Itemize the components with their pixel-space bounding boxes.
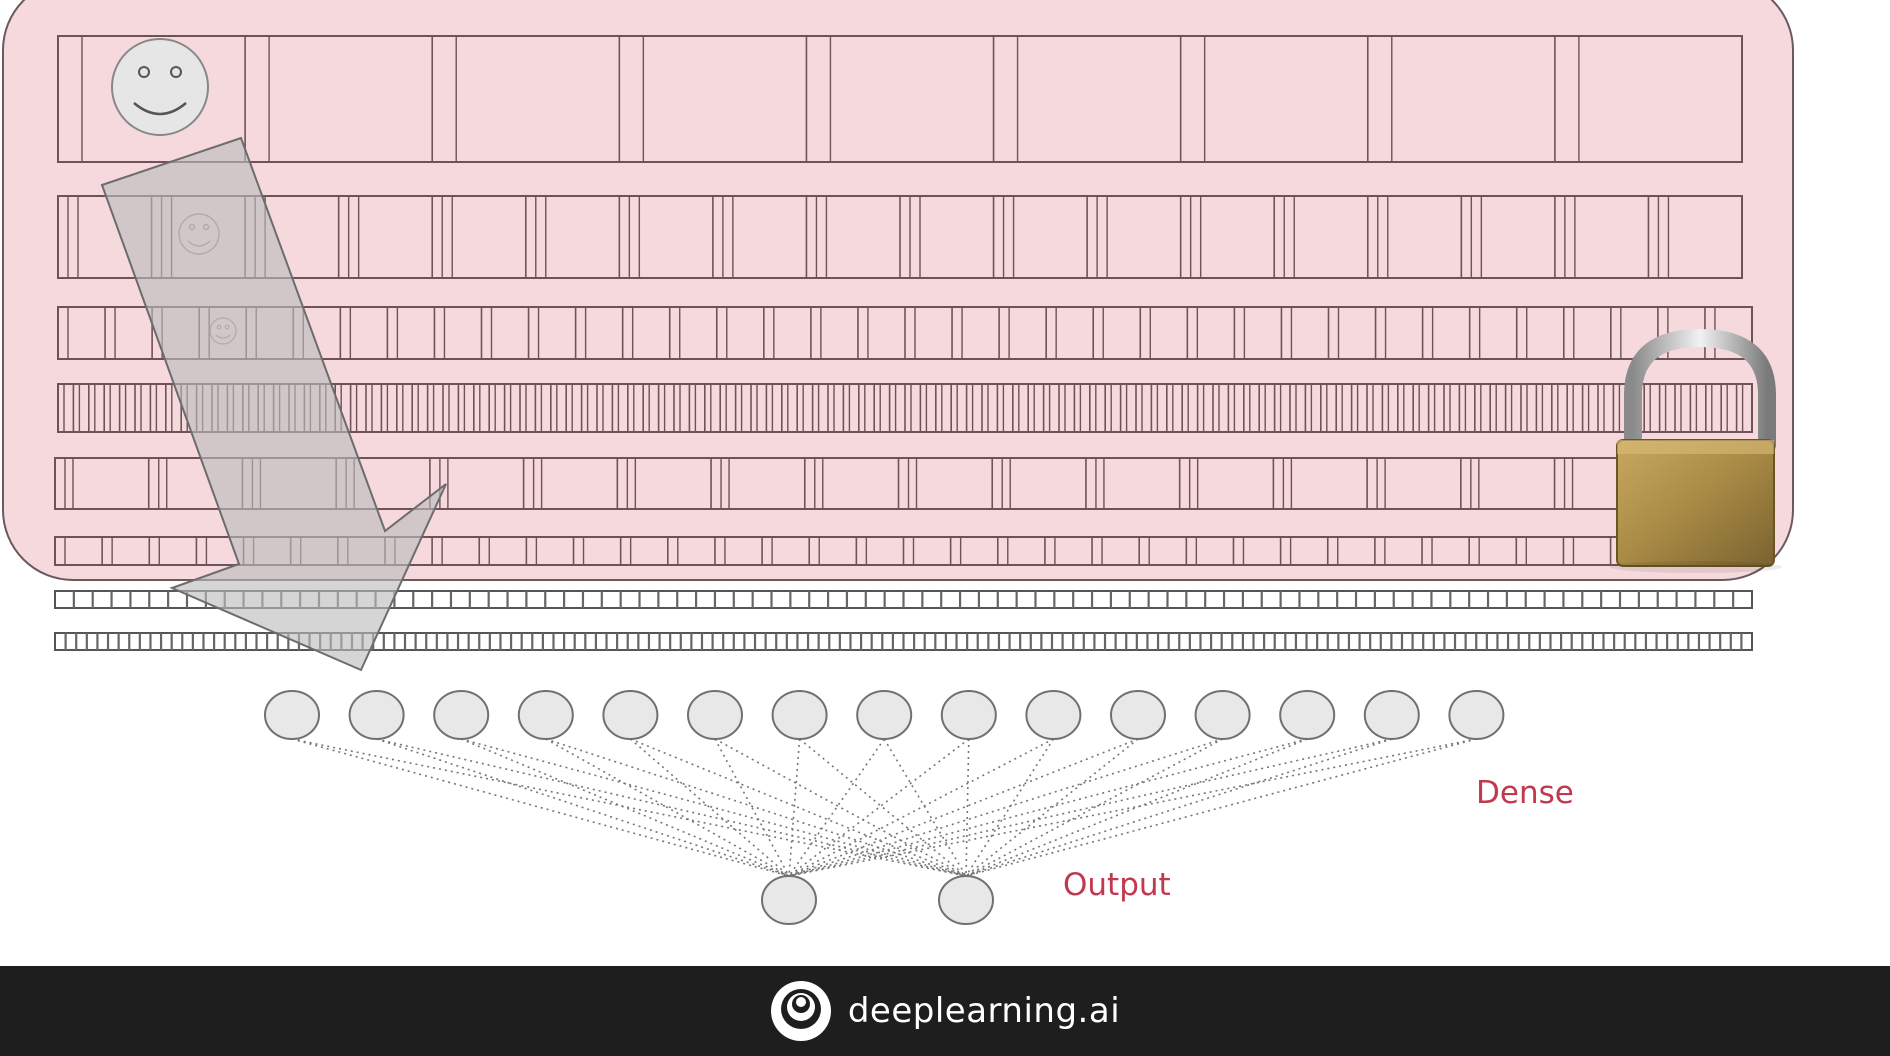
dense-node: [1363, 690, 1420, 740]
dense-to-output-connections: [291, 738, 1477, 877]
connection-line: [291, 738, 790, 877]
connection-line: [965, 738, 1139, 877]
deeplearning-logo-icon: [770, 981, 831, 1041]
brand-name: deeplearning.ai: [847, 991, 1121, 1031]
dense-node: [602, 690, 659, 740]
connection-line: [788, 738, 1392, 877]
smiley-face-icon: [111, 38, 209, 136]
connection-line: [788, 738, 970, 877]
flatten-band: [54, 590, 1753, 609]
connection-line: [460, 738, 967, 877]
connection-line: [788, 738, 1054, 877]
connection-line: [965, 738, 970, 877]
output-node: [761, 875, 817, 925]
dense-node: [348, 690, 405, 740]
connection-line: [629, 738, 790, 877]
connection-line: [291, 738, 967, 877]
padlock-icon: [1610, 328, 1782, 573]
dense-node: [1194, 690, 1251, 740]
layer-row: [57, 35, 1743, 163]
dense-node: [940, 690, 997, 740]
down-arrow-icon: [100, 136, 447, 672]
output-node: [938, 875, 994, 925]
dense-node: [1448, 690, 1505, 740]
connection-line: [545, 738, 790, 877]
brand-logo[interactable]: deeplearning.ai: [770, 980, 1120, 1042]
connection-line: [788, 738, 1139, 877]
connection-line: [545, 738, 967, 877]
connection-line: [965, 738, 1393, 877]
connection-line: [965, 738, 1308, 877]
frozen-layers-region: [2, 0, 1794, 581]
connection-line: [788, 738, 1223, 877]
flatten-band: [54, 632, 1753, 651]
connection-line: [883, 738, 967, 877]
footer-bar: deeplearning.ai: [0, 966, 1890, 1056]
layer-row-outline: [57, 35, 1743, 163]
connection-line: [376, 738, 790, 877]
dense-node: [1025, 690, 1082, 740]
dense-node: [856, 690, 913, 740]
dense-node: [687, 690, 743, 740]
connection-line: [965, 738, 1223, 877]
dense-layer: [264, 690, 1505, 740]
connection-line: [788, 738, 885, 877]
connection-line: [788, 738, 801, 877]
connection-line: [788, 738, 1477, 877]
connection-line: [965, 738, 1477, 877]
flatten-layers: [54, 590, 1753, 651]
connection-line: [376, 738, 967, 877]
dense-node: [1279, 690, 1336, 740]
dense-node: [517, 690, 574, 740]
connection-line: [630, 738, 967, 877]
connection-line: [714, 738, 790, 877]
connection-line: [788, 738, 1308, 877]
connection-line: [460, 738, 790, 877]
dense-label: Dense: [1476, 775, 1574, 811]
dense-node: [771, 690, 828, 740]
dense-node: [1110, 690, 1166, 740]
transfer-learning-diagram: Dense Output: [2, 0, 1794, 925]
dense-node: [264, 690, 320, 740]
dense-node: [433, 690, 490, 740]
output-layer: [761, 875, 994, 925]
output-label: Output: [1063, 867, 1171, 903]
